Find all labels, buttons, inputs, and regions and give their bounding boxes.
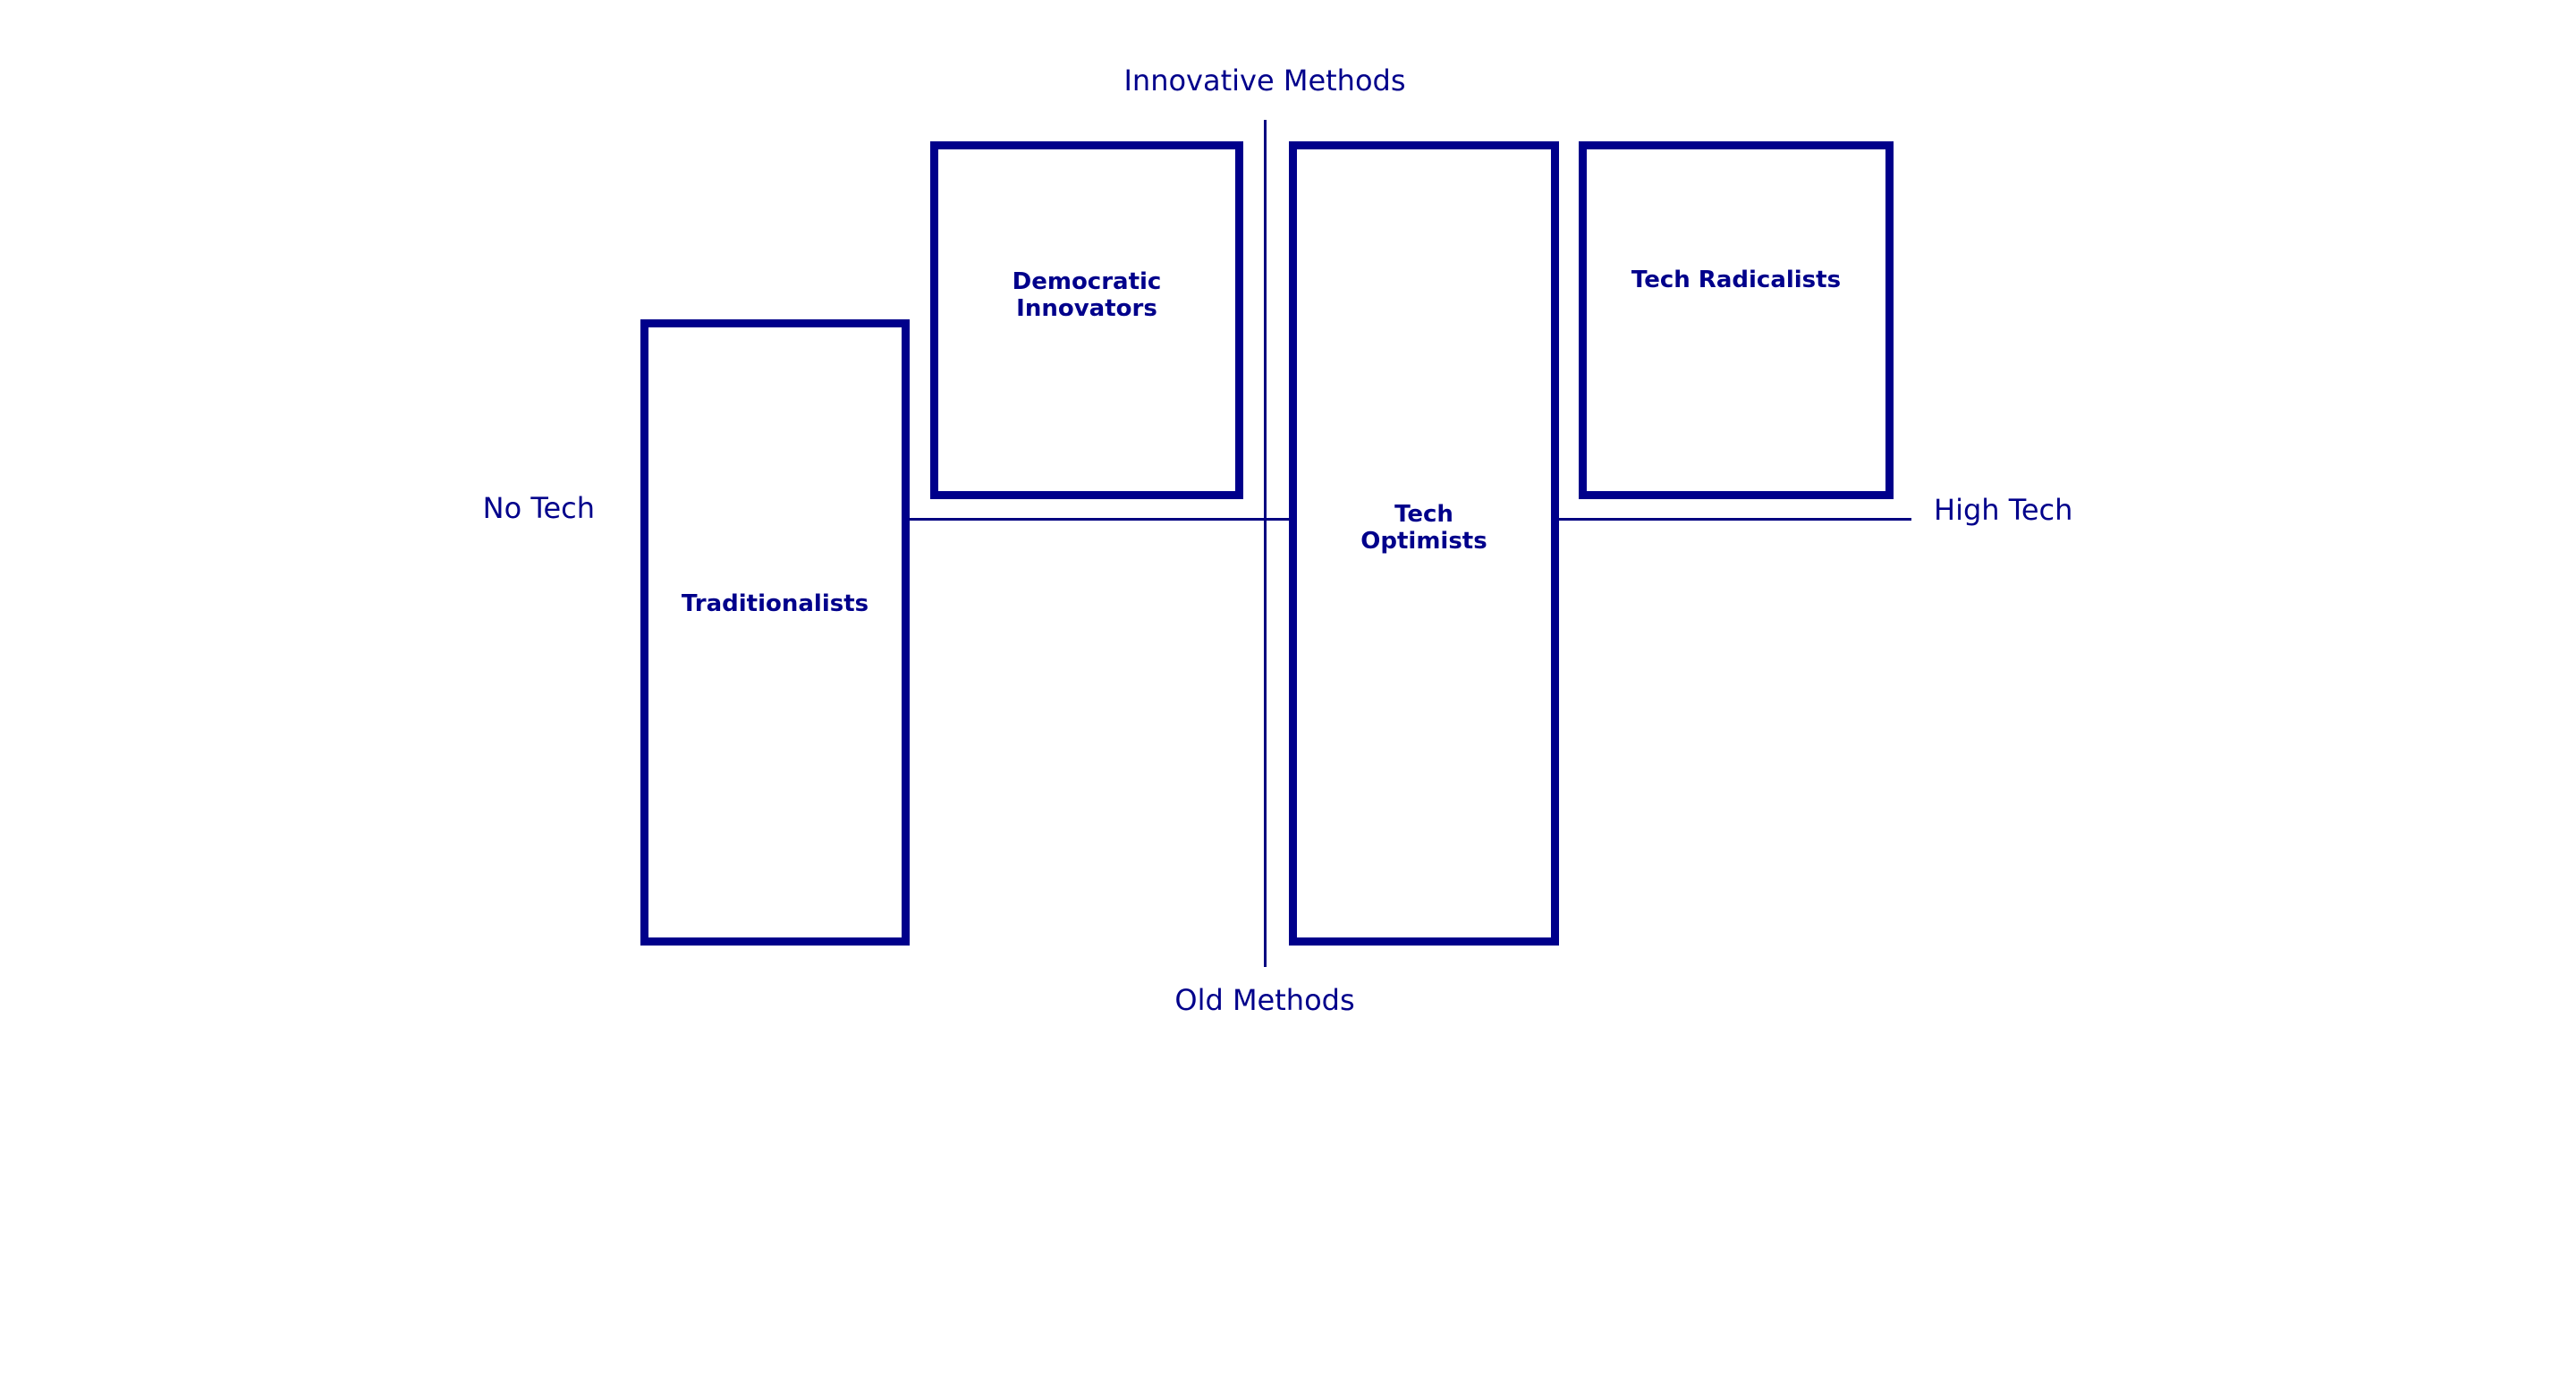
box-label-tech-optimists: Tech Optimists	[1360, 501, 1487, 555]
axis-label-old-methods: Old Methods	[1174, 983, 1355, 1017]
box-label-tech-radicalists: Tech Radicalists	[1631, 267, 1842, 293]
axis-label-innovative-methods: Innovative Methods	[1123, 64, 1406, 98]
vertical-axis-line	[1264, 120, 1267, 967]
quadrant-box-tech-optimists: Tech Optimists	[1289, 141, 1559, 946]
box-label-traditionalists: Traditionalists	[681, 590, 869, 617]
quadrant-box-democratic-innovators: Democratic Innovators	[930, 141, 1243, 499]
axis-label-no-tech: No Tech	[482, 491, 595, 525]
quadrant-box-tech-radicalists: Tech Radicalists	[1579, 141, 1894, 499]
box-label-democratic-innovators: Democratic Innovators	[1012, 268, 1162, 322]
quadrant-box-traditionalists: Traditionalists	[640, 319, 910, 946]
axis-label-high-tech: High Tech	[1934, 493, 2073, 527]
